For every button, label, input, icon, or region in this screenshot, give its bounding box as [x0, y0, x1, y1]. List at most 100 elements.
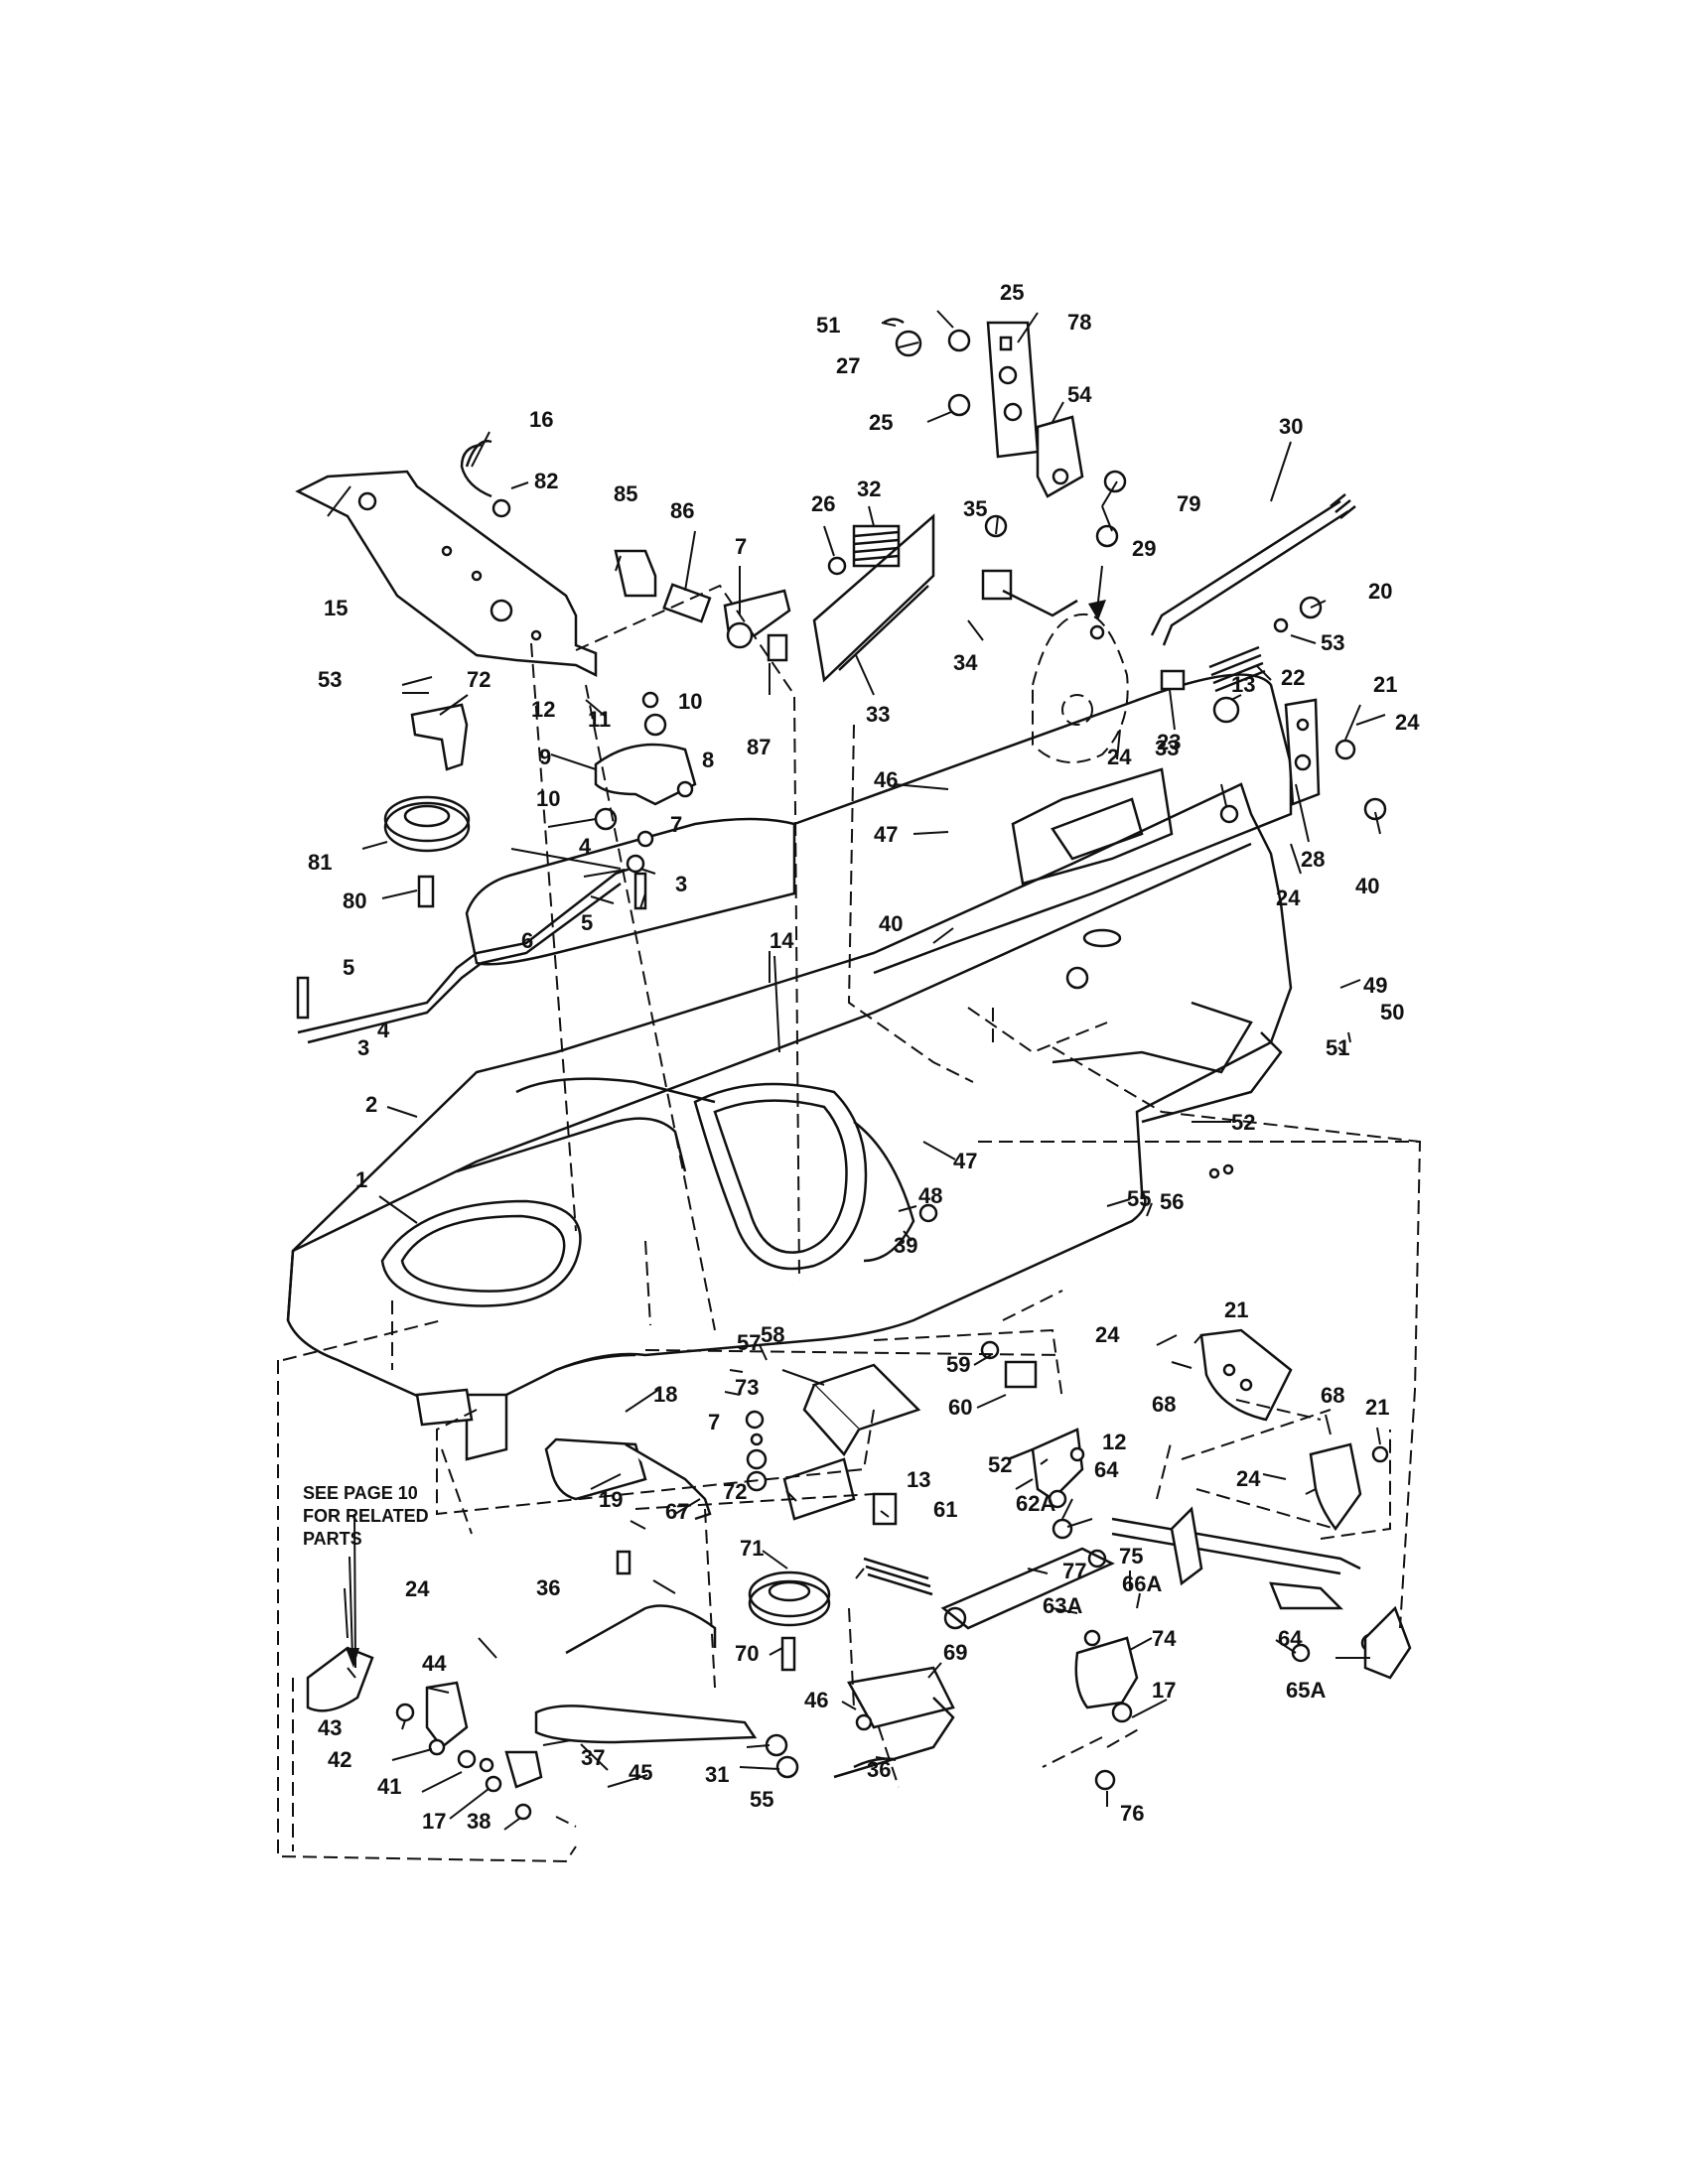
callout-39: 39: [894, 1233, 917, 1258]
callout-50: 50: [1380, 1000, 1404, 1024]
callout-55: 55: [750, 1787, 773, 1812]
callout-5: 5: [343, 955, 354, 980]
callout-56: 56: [1160, 1189, 1184, 1214]
callout-30: 30: [1279, 414, 1303, 439]
callout-4: 4: [377, 1018, 390, 1042]
callout-28: 28: [1301, 847, 1325, 872]
callout-77: 77: [1062, 1559, 1086, 1583]
leader-lines: [327, 310, 1386, 1831]
callout-53: 53: [1321, 630, 1344, 655]
callout-33: 33: [866, 702, 890, 727]
callout-52: 52: [988, 1452, 1012, 1477]
callout-23: 23: [1157, 730, 1181, 754]
callout-57: 57: [737, 1330, 761, 1355]
callout-8: 8: [702, 748, 714, 772]
callout-61: 61: [933, 1497, 957, 1522]
spring-22: [1208, 645, 1266, 693]
callout-66A: 66A: [1122, 1571, 1162, 1596]
callout-87: 87: [747, 735, 771, 759]
callout-31: 31: [705, 1762, 729, 1787]
callout-85: 85: [614, 481, 637, 506]
callout-22: 22: [1281, 665, 1305, 690]
callout-1: 1: [355, 1167, 367, 1192]
note-arrow: [349, 1556, 353, 1659]
snap-ring: [460, 440, 492, 498]
callout-32: 32: [857, 477, 881, 501]
callout-48: 48: [918, 1183, 942, 1208]
callout-18: 18: [653, 1382, 677, 1407]
callout-38: 38: [467, 1809, 491, 1834]
callout-36: 36: [536, 1575, 560, 1600]
callout-labels: 1 2 3 3 4 4 5 5 6 7 7 7 8 9 10 10 11 12 …: [308, 280, 1420, 1834]
callout-81: 81: [308, 850, 332, 875]
callout-2: 2: [365, 1092, 377, 1117]
callout-7: 7: [708, 1410, 720, 1434]
callout-26: 26: [811, 491, 835, 516]
callout-54: 54: [1067, 382, 1092, 407]
callout-17: 17: [422, 1809, 446, 1834]
callout-46: 46: [874, 767, 898, 792]
callout-72: 72: [467, 667, 491, 692]
arrow-head-icon: [346, 1648, 359, 1668]
callout-16: 16: [529, 407, 553, 432]
callout-24: 24: [1395, 710, 1420, 735]
callout-47: 47: [874, 822, 898, 847]
callout-34: 34: [953, 650, 978, 675]
callout-27: 27: [836, 353, 860, 378]
main-frame: [286, 673, 1293, 1411]
callout-86: 86: [670, 498, 694, 523]
callout-21: 21: [1224, 1297, 1248, 1322]
callout-14: 14: [770, 928, 794, 953]
callout-51: 51: [816, 313, 840, 338]
callout-59: 59: [946, 1352, 970, 1377]
callout-17: 17: [1152, 1678, 1176, 1703]
callout-65A: 65A: [1286, 1678, 1326, 1703]
callout-24: 24: [1095, 1322, 1120, 1347]
callout-13: 13: [1231, 672, 1255, 697]
callout-13: 13: [907, 1467, 930, 1492]
callout-58: 58: [761, 1322, 784, 1347]
callout-75: 75: [1119, 1544, 1143, 1569]
callout-43: 43: [318, 1715, 342, 1740]
callout-11: 11: [588, 707, 611, 732]
callout-72: 72: [723, 1479, 747, 1504]
callout-60: 60: [948, 1395, 972, 1420]
callout-40: 40: [879, 911, 903, 936]
callout-40: 40: [1355, 874, 1379, 898]
callout-45: 45: [629, 1760, 652, 1785]
callout-76: 76: [1120, 1801, 1144, 1826]
callout-35: 35: [963, 496, 987, 521]
callout-21: 21: [1373, 672, 1397, 697]
bracket-78: [986, 321, 1040, 459]
callout-62A: 62A: [1016, 1491, 1055, 1516]
note-line-2: FOR RELATED: [303, 1506, 429, 1526]
callout-70: 70: [735, 1641, 759, 1666]
callout-24: 24: [1276, 886, 1301, 910]
callout-20: 20: [1368, 579, 1392, 604]
callout-12: 12: [531, 697, 555, 722]
callout-7: 7: [735, 534, 747, 559]
guide-lines: [277, 584, 1422, 1863]
callout-49: 49: [1363, 973, 1387, 998]
callout-10: 10: [536, 786, 560, 811]
callout-73: 73: [735, 1375, 759, 1400]
callout-68: 68: [1152, 1392, 1176, 1417]
callout-64: 64: [1094, 1457, 1119, 1482]
note-line-3: PARTS: [303, 1529, 362, 1549]
callout-68: 68: [1321, 1383, 1344, 1408]
callout-5: 5: [581, 910, 593, 935]
callout-25: 25: [869, 410, 893, 435]
arrow-head-icon: [1088, 600, 1106, 620]
callout-37: 37: [581, 1745, 605, 1770]
callout-79: 79: [1177, 491, 1200, 516]
back-plate: [295, 470, 598, 678]
callout-52: 52: [1231, 1110, 1255, 1135]
callout-3: 3: [675, 872, 687, 896]
callout-55: 55: [1127, 1186, 1151, 1211]
callout-80: 80: [343, 888, 366, 913]
callout-41: 41: [377, 1774, 401, 1799]
callout-42: 42: [328, 1747, 351, 1772]
callout-24: 24: [405, 1576, 430, 1601]
callout-82: 82: [534, 469, 558, 493]
pulley-71: [748, 1570, 831, 1672]
